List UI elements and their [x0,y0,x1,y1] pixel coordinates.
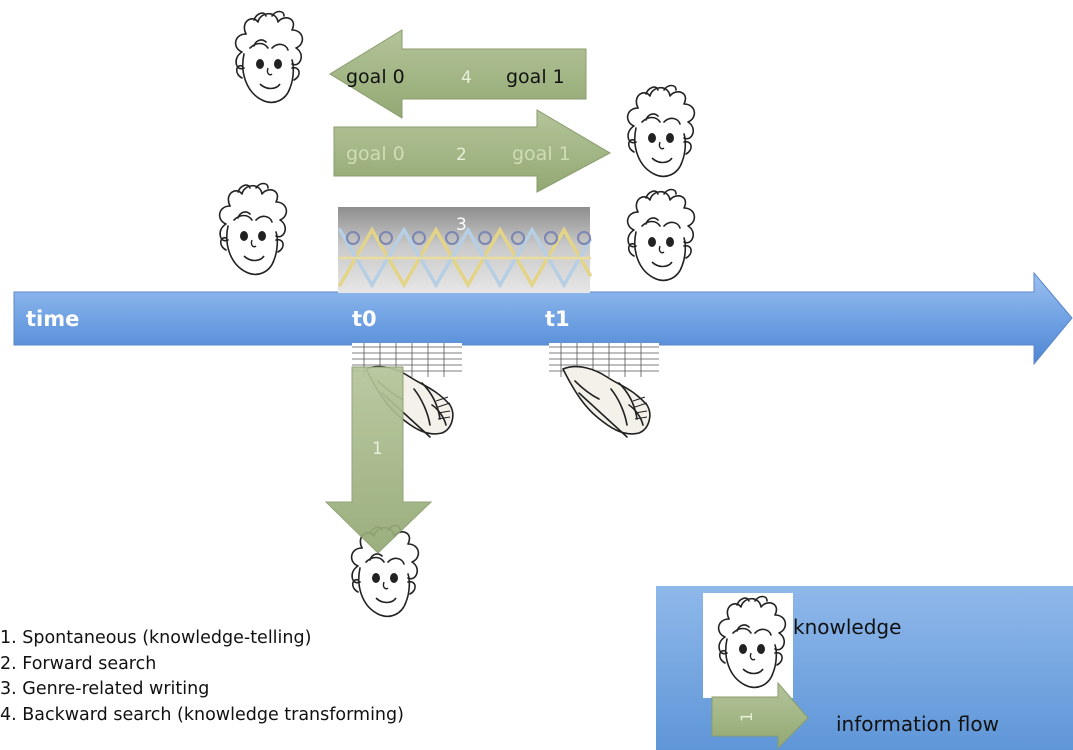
list-item: 3. Genre-related writing [0,679,210,699]
legend-flow-arrow-icon: 1 [711,681,809,750]
knowledge-head-backward-source [219,7,311,114]
strategy-list: 1. Spontaneous (knowledge-telling) 2. Fo… [0,626,404,728]
genre-weave-image: 3 [338,207,592,293]
forward-search-arrow: goal 0 2 goal 1 [333,109,612,193]
backward-search-arrow: goal 0 4 goal 1 [329,29,587,119]
spontaneous-number: 1 [372,439,383,459]
knowledge-head-forward-target [611,81,703,188]
timeline-arrow [13,271,1073,366]
forward-goal1: goal 1 [512,143,571,165]
timeline-label: time [26,307,79,331]
legend-knowledge-label: knowledge [793,615,901,639]
forward-number: 2 [456,145,467,165]
legend-knowledge-icon [702,592,794,699]
knowledge-head-t0 [203,179,295,286]
backward-number: 4 [461,68,472,88]
forward-goal0: goal 0 [346,143,405,165]
t1-label: t1 [545,307,570,331]
list-item: 1. Spontaneous (knowledge-telling) [0,628,312,648]
legend-flow-label: information flow [836,712,999,736]
list-item: 2. Forward search [0,653,157,674]
knowledge-head-t1 [611,185,703,292]
backward-goal0: goal 0 [346,66,405,88]
writing-hand-t1 [548,342,660,439]
genre-number: 3 [456,215,467,235]
list-item: 4. Backward search (knowledge transformi… [0,704,404,725]
backward-goal1: goal 1 [506,66,565,88]
legend-flow-number: 1 [737,712,756,722]
legend-box: knowledge 1 information flow [656,586,1073,750]
t0-label: t0 [352,307,377,331]
legend-graphics: knowledge 1 information flow [702,592,999,750]
spontaneous-arrow: 1 [324,366,433,554]
